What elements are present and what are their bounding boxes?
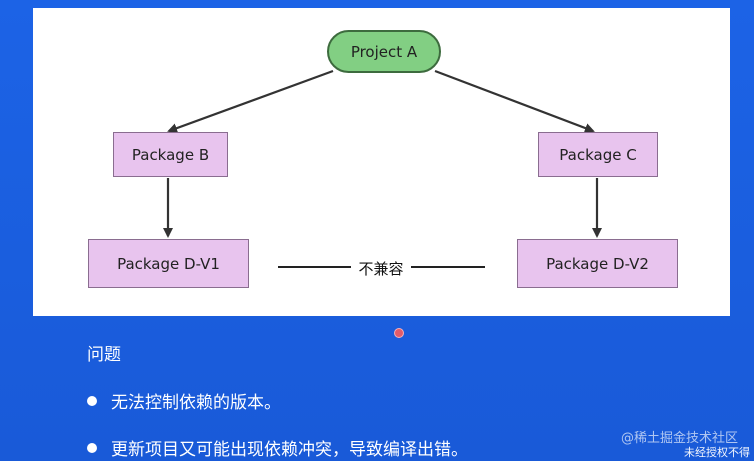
problems-heading: 问题 bbox=[87, 345, 121, 365]
arrow-project-to-package-c bbox=[434, 69, 595, 133]
arrow-project-to-package-b bbox=[167, 69, 334, 133]
bullet-icon bbox=[87, 395, 97, 406]
site-watermark: @稀土掘金技术社区 bbox=[620, 431, 738, 446]
node-project-a: Project A bbox=[327, 30, 441, 73]
bullet-item: 无法控制依赖的版本。 bbox=[87, 388, 281, 413]
bullet-icon bbox=[87, 442, 97, 453]
incompatible-label: 不兼容 bbox=[351, 258, 411, 279]
bullet-text: 更新项目又可能出现依赖冲突，导致编译出错。 bbox=[111, 440, 468, 460]
node-package-d-v2: Package D-V2 bbox=[517, 239, 678, 288]
node-package-c: Package C bbox=[538, 132, 658, 177]
diagram-panel: Project A Package B Package C Package D-… bbox=[33, 8, 730, 316]
bullet-item: 更新项目又可能出现依赖冲突，导致编译出错。 bbox=[87, 435, 468, 460]
copyright-notice: 未经授权不得 bbox=[684, 446, 750, 459]
node-package-d-v1: Package D-V1 bbox=[88, 239, 249, 288]
bullet-text: 无法控制依赖的版本。 bbox=[111, 393, 281, 413]
node-package-b: Package B bbox=[113, 132, 228, 177]
pointer-dot-icon bbox=[394, 328, 404, 338]
